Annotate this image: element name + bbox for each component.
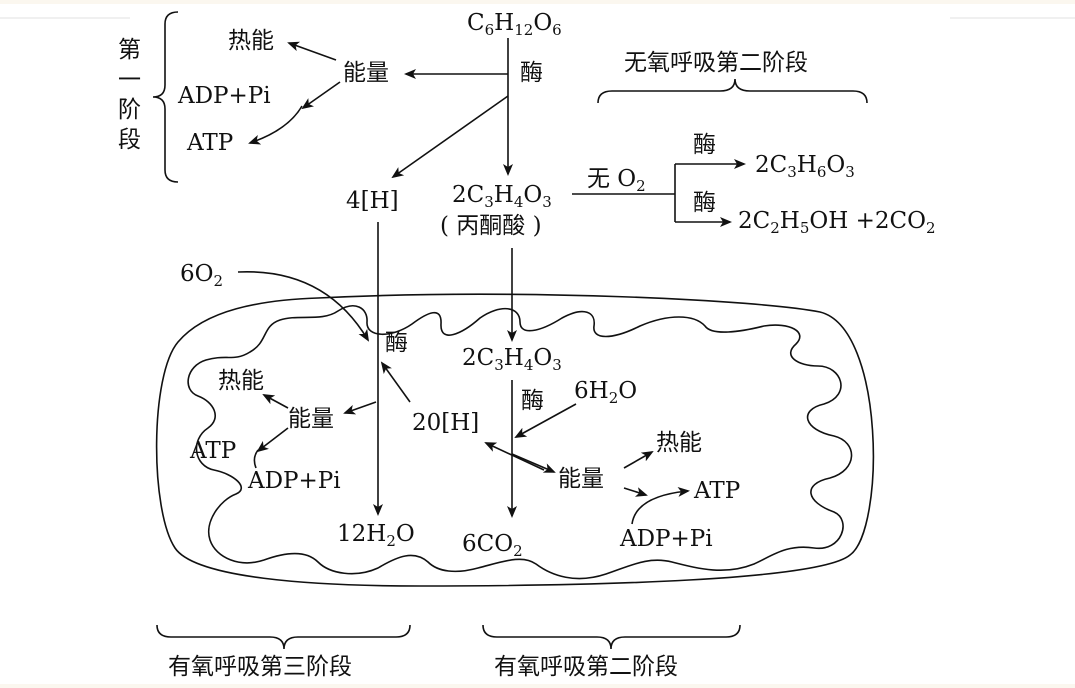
atp-left-label: ATP xyxy=(189,438,236,464)
stage1-label-char: 一 xyxy=(118,67,141,93)
energy-left-label: 能量 xyxy=(288,406,334,432)
stage1-label-char: 第 xyxy=(118,37,141,63)
anaerobic-title: 无氧呼吸第二阶段 xyxy=(624,50,808,76)
atp-right-label: ATP xyxy=(693,478,740,504)
stage1-label-char: 阶 xyxy=(118,97,141,123)
pyruvate-formula: 2C3H4O3 xyxy=(452,182,552,211)
glucose-formula: C6H12O6 xyxy=(467,10,562,39)
h20-label: 20[H] xyxy=(412,410,479,436)
mitochondrion-inner-membrane xyxy=(187,305,853,580)
top-strip xyxy=(0,0,1075,4)
no-oxygen-label: 无 O2 xyxy=(587,166,646,195)
pyruvate-name: ( 丙酮酸 ) xyxy=(440,213,542,239)
energy-right-label: 能量 xyxy=(558,466,604,492)
water-in-formula: 6H2O xyxy=(574,378,637,407)
energy-to-heat-right-arrow xyxy=(623,451,654,469)
enzyme-ethanol-label: 酶 xyxy=(693,190,716,216)
co2-formula: 6CO2 xyxy=(462,531,523,560)
h20-to-membrane-arrow xyxy=(380,361,411,403)
energy-to-heat-left-arrow xyxy=(262,394,289,409)
enzyme-label: 酶 xyxy=(520,60,543,86)
stage3-brace xyxy=(156,624,411,650)
ethanol-co2-formula: 2C2H5OH +2CO2 xyxy=(738,208,936,237)
energy-label: 能量 xyxy=(343,60,389,86)
lactic-acid-formula: 2C3H6O3 xyxy=(755,152,855,181)
stage1-label-char: 段 xyxy=(118,127,141,153)
water-out-formula: 12H2O xyxy=(337,521,415,550)
energy-to-atp-right-arrow xyxy=(623,487,648,497)
water-to-pyruvate-arrow xyxy=(514,403,577,438)
mitochondrion-outer-membrane xyxy=(155,293,875,587)
stage1-label: 第 一 阶 段 xyxy=(118,37,141,153)
stage1-brace xyxy=(152,11,179,183)
energy-to-adp-arrow xyxy=(301,81,341,110)
h-to-energy-left-arrow xyxy=(343,401,377,415)
heat-label: 热能 xyxy=(228,28,274,54)
oxygen-formula: 6O2 xyxy=(180,261,223,290)
energy-to-heat-arrow xyxy=(287,41,337,61)
to-energy-right-arrow xyxy=(511,453,556,473)
energy-to-atp-left-arrow xyxy=(256,427,289,453)
oxygen-arrow xyxy=(237,271,370,342)
stage2-label: 有氧呼吸第二阶段 xyxy=(494,654,678,680)
anaerobic-brace xyxy=(597,78,868,104)
atp-label: ATP xyxy=(186,130,233,156)
enzyme-stage3-label: 酶 xyxy=(385,330,408,356)
pyruvate-mito-formula: 2C3H4O3 xyxy=(462,345,562,374)
adp-pi-right-label: ADP+Pi xyxy=(619,526,713,552)
to-h20-arrow xyxy=(484,442,545,471)
enzyme-lactic-label: 酶 xyxy=(693,132,716,158)
h4-label: 4[H] xyxy=(346,188,399,214)
enzyme-stage2-label: 酶 xyxy=(521,388,544,414)
adp-to-atp-left-hook xyxy=(253,449,259,469)
glucose-to-h4-arrow xyxy=(391,95,509,179)
heat-right-label: 热能 xyxy=(656,430,702,456)
adp-pi-left-label: ADP+Pi xyxy=(247,468,341,494)
adp-pi-label: ADP+Pi xyxy=(177,83,271,109)
adp-to-atp-arrow xyxy=(248,105,303,145)
heat-left-label: 热能 xyxy=(218,368,264,394)
bottom-strip xyxy=(0,684,1075,688)
stage2-brace xyxy=(482,624,741,650)
adp-to-atp-right-arrow xyxy=(631,486,690,525)
stage3-label: 有氧呼吸第三阶段 xyxy=(168,654,352,680)
